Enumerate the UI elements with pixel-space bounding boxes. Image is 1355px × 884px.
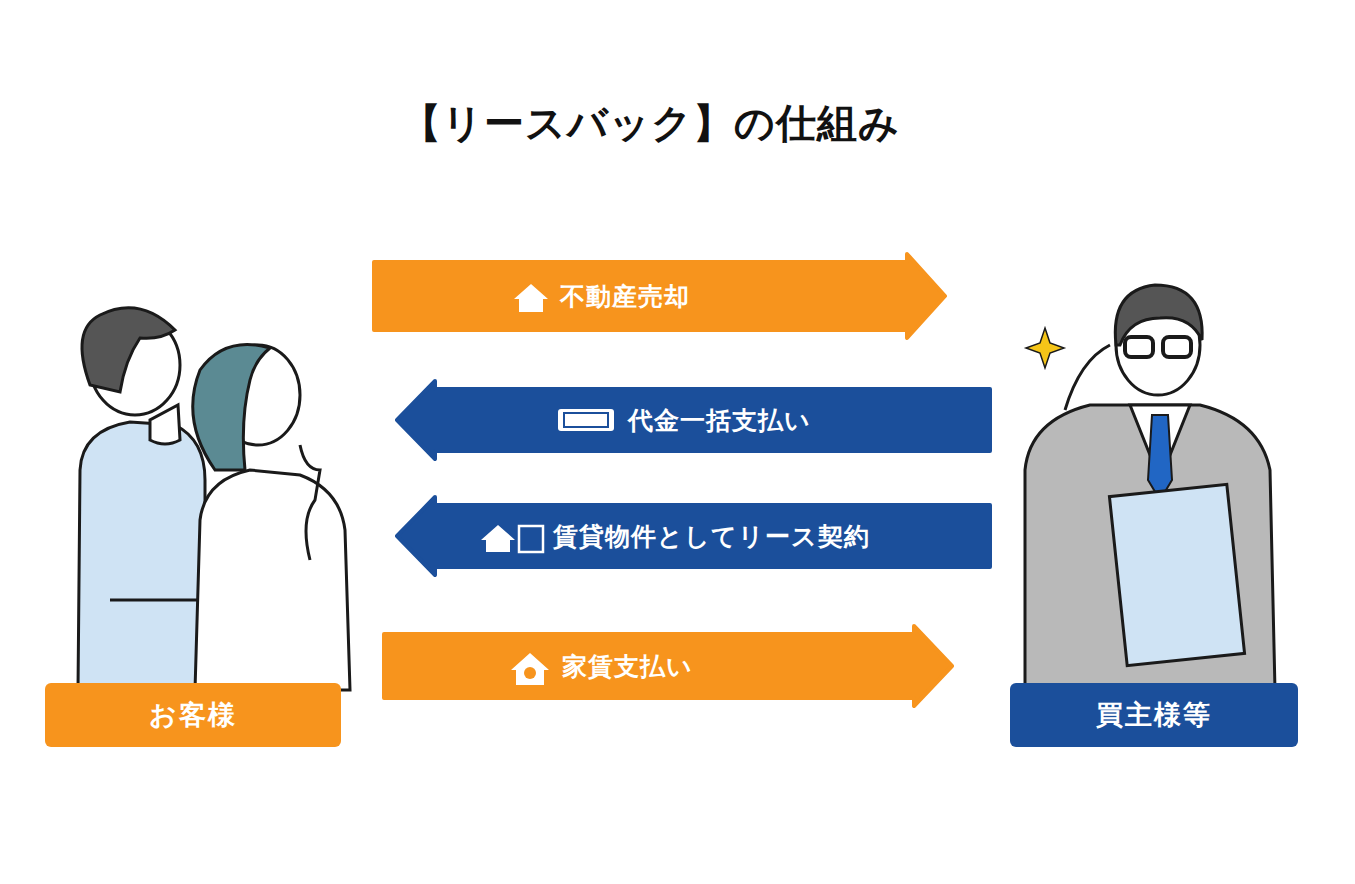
buyer-tie — [1148, 415, 1172, 500]
party-label: 買主様等 — [1010, 683, 1298, 747]
party-node: お客様 — [45, 300, 355, 747]
woman-figure — [193, 344, 350, 690]
arrow-label: 家賃支払い — [562, 650, 693, 683]
flow-arrow — [384, 626, 952, 706]
party-label: お客様 — [45, 683, 341, 747]
sparkle — [1026, 328, 1064, 368]
house-icon — [514, 284, 548, 312]
arrow-label: 賃貸物件としてリース契約 — [553, 520, 870, 553]
buyer-figure — [1025, 285, 1275, 690]
arrow-label: 代金一括支払い — [628, 404, 811, 437]
woman-hand — [300, 445, 320, 560]
buyer-glasses — [1125, 337, 1153, 357]
woman-hair — [193, 344, 270, 470]
woman-body — [195, 470, 350, 690]
rent-house-icon — [511, 653, 549, 685]
party-node: 買主様等 — [1010, 280, 1300, 747]
buyer-suit — [1025, 405, 1275, 690]
flow-arrow — [397, 497, 990, 575]
money-icon — [558, 409, 614, 431]
flow-arrow — [397, 381, 990, 459]
man-hair — [82, 308, 175, 392]
diagram-title: 【リースバック】の仕組み — [0, 96, 1300, 151]
buyer-arm — [1065, 345, 1110, 410]
buyer-folder — [1109, 484, 1244, 665]
man-arm — [110, 599, 200, 602]
man-shirt — [78, 422, 205, 690]
arrow-label: 不動産売却 — [560, 280, 690, 313]
house-contract-icon — [481, 525, 543, 552]
flow-arrow — [374, 254, 945, 338]
buyer-glasses — [1163, 337, 1191, 357]
man-figure — [78, 308, 205, 690]
